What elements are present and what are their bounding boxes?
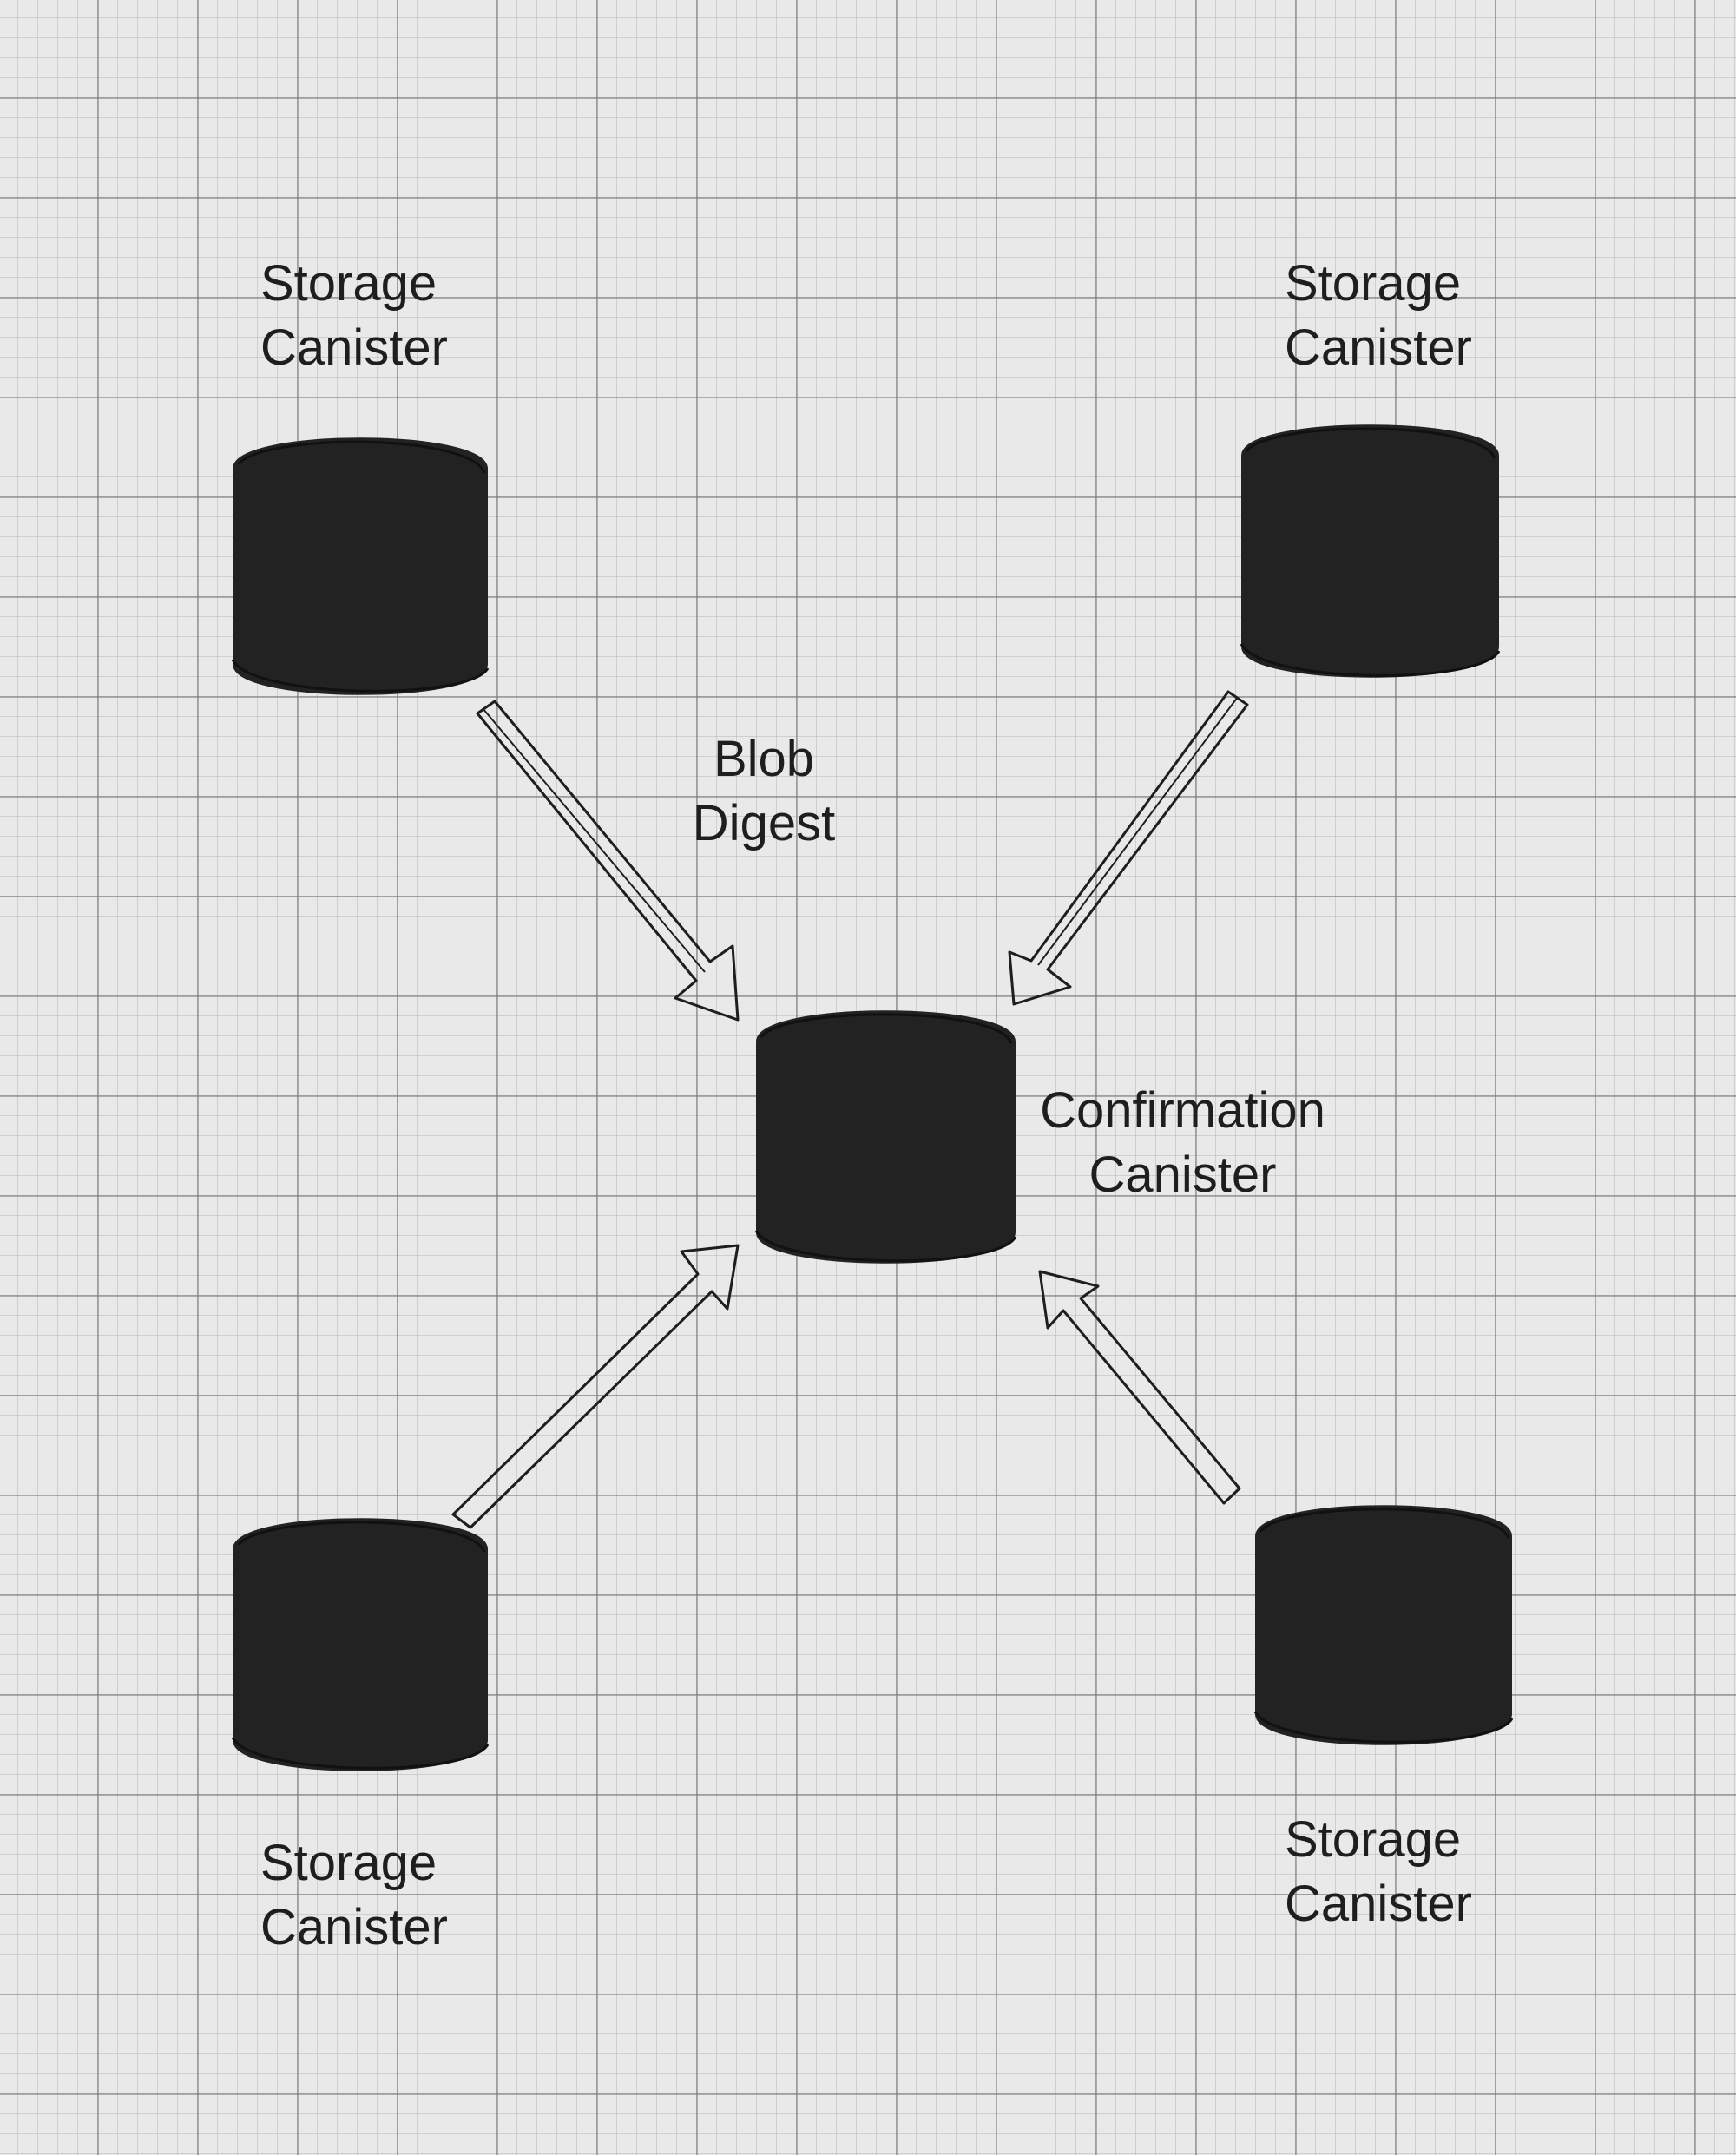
label-line: Canister: [260, 319, 448, 376]
confirmation-canister-label: Confirmation Canister: [1029, 1079, 1337, 1207]
label-line: Storage: [260, 255, 437, 312]
label-line: Storage: [260, 1835, 437, 1891]
storage-canister-bottom-left[interactable]: [231, 1518, 490, 1771]
storage-canister-top-left[interactable]: [231, 437, 490, 695]
label-line: Digest: [692, 795, 836, 851]
label-line: Storage: [1285, 255, 1462, 312]
arrow-bottom-right-to-confirmation: [1038, 1270, 1241, 1505]
storage-canister-bottom-right[interactable]: [1253, 1505, 1514, 1745]
label-line: Storage: [1285, 1811, 1462, 1868]
label-line: Canister: [1285, 1876, 1472, 1932]
confirmation-canister[interactable]: [754, 1010, 1017, 1264]
label-line: Confirmation: [1040, 1082, 1325, 1139]
label-line: Canister: [1088, 1146, 1277, 1203]
storage-canister-label-top-right: Storage Canister: [1285, 252, 1472, 380]
label-line: Canister: [1285, 319, 1472, 376]
storage-canister-top-right[interactable]: [1240, 424, 1501, 678]
storage-canister-label-bottom-right: Storage Canister: [1285, 1808, 1472, 1936]
label-line: Blob: [713, 731, 815, 787]
storage-canister-label-top-left: Storage Canister: [260, 252, 448, 380]
arrow-top-left-to-confirmation: [476, 700, 740, 1022]
arrow-label-blob-digest: Blob Digest: [677, 727, 851, 856]
storage-canister-label-bottom-left: Storage Canister: [260, 1831, 448, 1960]
label-line: Canister: [260, 1899, 448, 1955]
arrow-bottom-left-to-confirmation: [451, 1244, 740, 1529]
arrow-top-right-to-confirmation: [1008, 690, 1249, 1006]
